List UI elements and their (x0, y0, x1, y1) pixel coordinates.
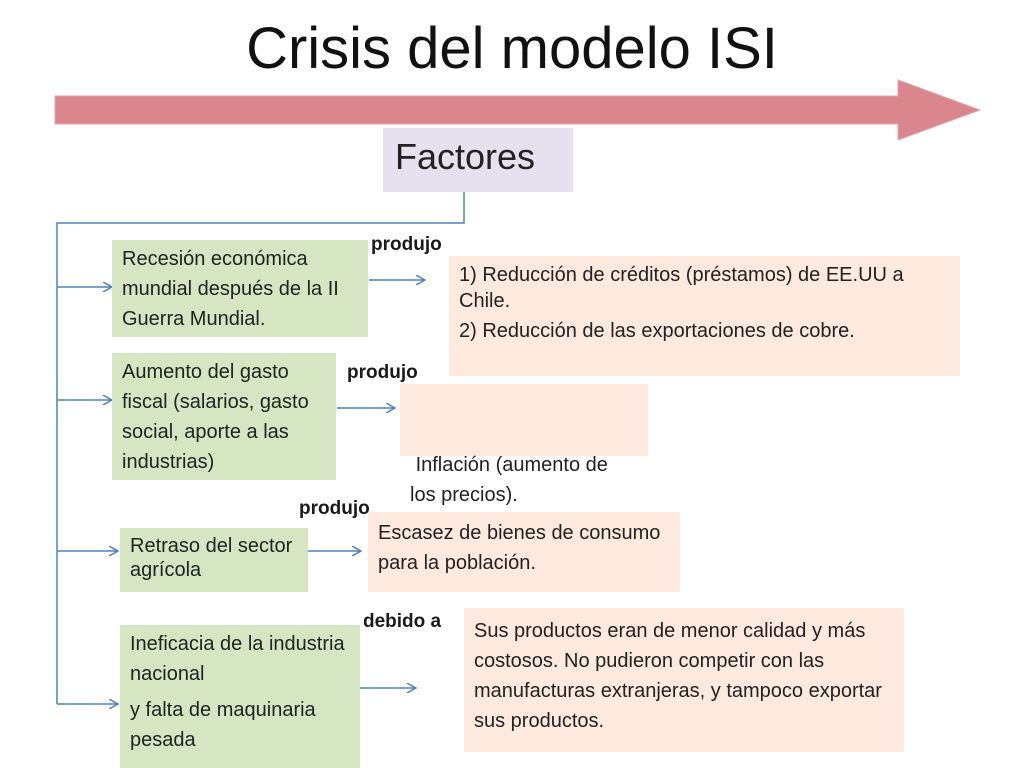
effect-text: Sus productos eran de menor calidad y má… (474, 620, 882, 732)
cause-text: Aumento del gasto fiscal (salarios, gast… (122, 361, 309, 473)
cause-text: Retraso del sector agrícola (130, 535, 293, 581)
effect-box: Inflación (aumento de los precios). (400, 384, 648, 506)
effect-text: Escasez de bienes de consumo para la pob… (378, 522, 661, 574)
effect-box: Sus productos eran de menor calidad y má… (464, 608, 904, 752)
relation-label: produjo (347, 362, 418, 383)
cause-text: y falta de maquinaria pesada (130, 699, 316, 751)
root-node: Factores (383, 128, 573, 192)
cause-text: Ineficacia de la industria nacional (130, 633, 345, 685)
effect-box: Escasez de bienes de consumo para la pob… (368, 512, 680, 592)
cause-box: Retraso del sector agrícola (120, 528, 308, 592)
cause-box: Recesión económica mundial después de la… (112, 240, 368, 337)
relation-label: debido a (363, 611, 442, 632)
effect-text: 1) Reducción de créditos (préstamos) de … (459, 264, 904, 312)
relation-label: produjo (299, 498, 370, 519)
effect-text: Inflación (aumento de los precios). (410, 454, 614, 506)
root-connector (56, 192, 465, 704)
effect-box: 1) Reducción de créditos (préstamos) de … (449, 256, 960, 376)
page-title: Crisis del modelo ISI (246, 16, 778, 81)
timeline-arrow (54, 79, 982, 141)
cause-box: Aumento del gasto fiscal (salarios, gast… (112, 353, 336, 480)
cause-text: Recesión económica mundial después de la… (122, 248, 339, 330)
effect-text: 2) Reducción de las exportaciones de cob… (459, 320, 855, 342)
cause-box: Ineficacia de la industria nacional y fa… (120, 625, 360, 768)
relation-label: produjo (371, 234, 442, 255)
